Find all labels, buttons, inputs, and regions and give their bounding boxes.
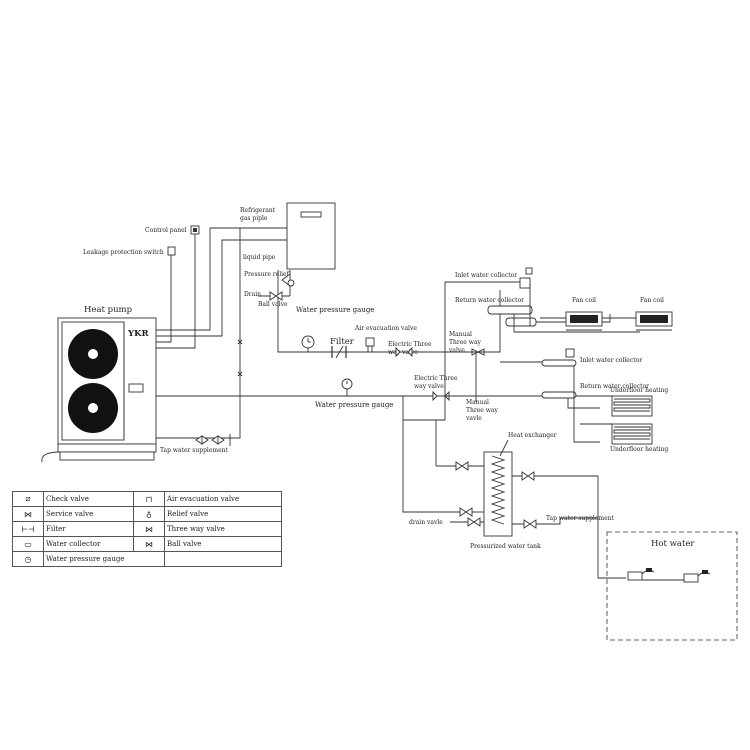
manual-three-way-mid-label-2: Three way (466, 407, 498, 414)
air-evacuation-valve-label: Air evacuation valve (354, 325, 417, 332)
electric-three-way-mid-label-2: way valve (414, 383, 444, 390)
three-way-valve-icon: ⋈ (132, 521, 165, 537)
pressure-gauge-top-label: Water pressure gauge (296, 306, 374, 314)
pressure-gauge-mid-label: Water pressure gauge (315, 401, 393, 409)
faucet-2 (683, 570, 711, 583)
hot-water-zone (606, 531, 738, 641)
control-panel-label: Control panel (145, 227, 187, 234)
manual-three-way-top-label-2: Three way (449, 339, 481, 346)
inlet-collector-top-label: Inlet water collector (455, 272, 517, 279)
return-collector-top-label: Return water collector (455, 297, 524, 304)
faucet-1 (627, 568, 655, 581)
heat-exchanger-label: Heat exchanger (508, 432, 557, 439)
pressure-relief-label: Pressure relief (244, 271, 290, 278)
drain-label: Drain (244, 291, 261, 298)
relief-valve-icon: ♁ (132, 506, 165, 522)
electric-three-way-mid-label-1: Electric Three (414, 375, 458, 382)
filter-icon (331, 345, 347, 359)
check-valve-icon: ⧄ (12, 491, 44, 507)
tap-supplement-left-label: Tap water supplement (160, 447, 229, 454)
legend-water-pressure-gauge: Water pressure gauge (43, 551, 165, 567)
hot-water-label: Hot water (651, 539, 695, 549)
ball-valve-label-small: Ball valve (258, 301, 288, 308)
filter-icon: ⊢⊣ (12, 521, 44, 537)
leakage-switch-icon (167, 246, 176, 256)
legend-check-valve: Check valve (43, 491, 134, 507)
fan-coil-1-label: Fan coil (572, 297, 596, 304)
heat-pump-unit: YKR (41, 317, 157, 463)
refrigerant-gas-label-2: gas piple (240, 215, 268, 222)
pressurized-water-tank (483, 451, 513, 537)
legend-water-collector: Water collector (43, 536, 134, 552)
legend-row: ⋈ Service valve ♁ Relief valve (12, 506, 283, 522)
water-collector-top-return (487, 305, 537, 327)
legend-relief-valve: Relief valve (163, 506, 283, 522)
manual-three-way-mid-label-1: Manual (466, 399, 489, 406)
manual-three-way-top-label-1: Manual (449, 331, 472, 338)
legend-row: ◷ Water pressure gauge (12, 551, 283, 567)
water-collector-mid-inlet (541, 348, 577, 367)
electric-three-way-top-label-2: way valve (388, 349, 418, 356)
fan-coil-1 (565, 311, 603, 331)
filter-label: Filter (330, 337, 355, 347)
legend-filter: Filter (43, 521, 134, 537)
legend-ball-valve: Ball valve (163, 536, 283, 552)
legend-row: ▭ Water collector ⋈ Ball valve (12, 536, 283, 552)
underfloor-1-label: Underfloor heating (610, 387, 668, 394)
water-collector-icon: ▭ (12, 536, 44, 552)
electric-three-way-top-label-1: Electric Three (388, 341, 432, 348)
air-evacuation-valve-icon: ⊓ (132, 491, 165, 507)
leakage-switch-label: Leakage protection switch (83, 249, 164, 256)
underfloor-2-label: Underfloor heating (610, 446, 668, 453)
tap-supplement-valves-left (195, 434, 231, 446)
manual-three-way-mid-label-3: vavle (465, 415, 482, 422)
liquid-pipe-label: liquid pipe (243, 254, 276, 261)
legend-air-evacuation-valve: Air evacuation valve (163, 491, 283, 507)
inlet-collector-mid-label: Inlet water collector (580, 357, 642, 364)
drain-valve-label: drain vavle (409, 519, 443, 526)
fan-coil-2-label: Fan coil (640, 297, 664, 304)
air-evacuation-valve-icon (365, 337, 375, 353)
tap-supplement-right-label: Tap water supplement (546, 515, 615, 522)
manual-three-way-top-label-3: valve (448, 347, 465, 354)
underfloor-heating-2 (611, 423, 653, 445)
heat-pump-title: Heat pump (84, 305, 133, 315)
legend-row: ⊢⊣ Filter ⋈ Three way valve (12, 521, 283, 537)
water-collector-mid-return (541, 391, 577, 399)
service-valve-icon: ⋈ (12, 506, 44, 522)
pressurized-tank-label: Pressurized water tank (470, 543, 541, 550)
legend-table: ⧄ Check valve ⊓ Air evacuation valve ⋈ S… (12, 491, 283, 567)
legend-empty-cell (163, 551, 283, 567)
water-collector-top-inlet (519, 267, 533, 289)
heat-pump-brand: YKR (127, 329, 149, 339)
refrigerant-gas-label-1: Refrigerant (240, 207, 276, 214)
underfloor-heating-1 (611, 395, 653, 417)
ball-valve-icon: ⋈ (132, 536, 165, 552)
legend-row: ⧄ Check valve ⊓ Air evacuation valve (12, 491, 283, 507)
legend-service-valve: Service valve (43, 506, 134, 522)
pressure-gauge-icon: ◷ (12, 551, 44, 567)
legend-three-way-valve: Three way valve (163, 521, 283, 537)
return-collector-mid-label: Return water collector (580, 383, 649, 390)
fan-coil-2 (635, 311, 673, 331)
